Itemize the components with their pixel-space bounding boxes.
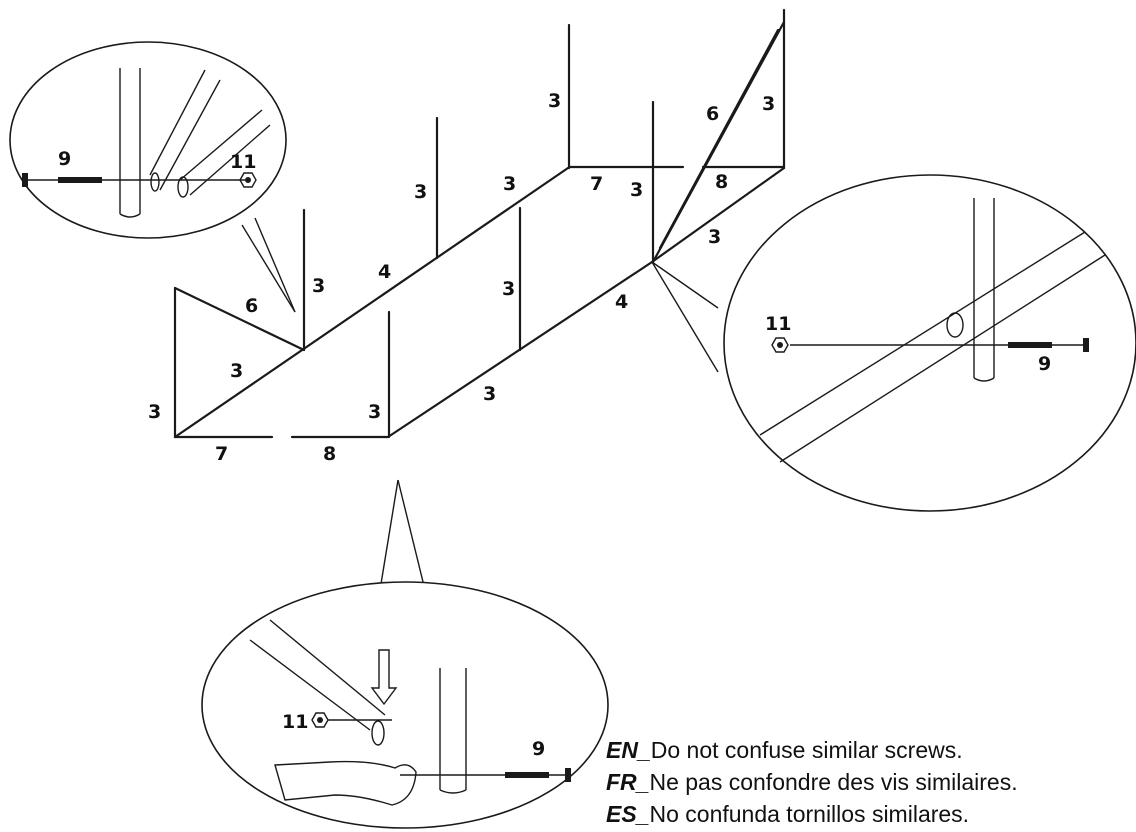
nut-icon [239, 172, 257, 188]
label-9: 9 [1038, 353, 1051, 375]
label-11: 11 [230, 151, 256, 173]
note-es: ES_No confunda tornillos similares. [606, 798, 1136, 830]
diagonal-left [173, 286, 306, 352]
warning-notes: EN_Do not confuse similar screws. FR_Ne … [606, 734, 1136, 830]
label-6: 6 [706, 103, 719, 125]
note-en: EN_Do not confuse similar screws. [606, 734, 1136, 766]
rail-back [173, 166, 570, 439]
label-8: 8 [715, 171, 728, 193]
label-3: 3 [483, 383, 496, 405]
label-4: 4 [615, 291, 628, 313]
label-3: 3 [368, 401, 381, 423]
label-3: 3 [502, 278, 515, 300]
down-arrow-icon [370, 649, 398, 706]
detail-circle-right [651, 174, 1136, 512]
label-4: 4 [378, 261, 391, 283]
label-9: 9 [532, 738, 545, 760]
note-code: FR_ [606, 769, 650, 795]
label-3: 3 [148, 401, 161, 423]
label-11: 11 [282, 711, 308, 733]
label-3: 3 [548, 90, 561, 112]
rail-top-right [650, 166, 786, 264]
note-code: ES_ [606, 801, 650, 827]
label-3: 3 [762, 93, 775, 115]
note-text: Do not confuse similar screws. [650, 737, 963, 763]
label-3: 3 [630, 179, 643, 201]
note-text: No confunda tornillos similares. [649, 801, 970, 827]
detail-circle-top-left [9, 41, 296, 313]
part-labels: 3 6 3 3 3 7 3 8 3 3 4 3 6 4 3 3 3 3 7 8 … [58, 90, 1051, 760]
nut-icon [771, 337, 789, 353]
label-3: 3 [312, 275, 325, 297]
label-6: 6 [245, 295, 258, 317]
label-7: 7 [590, 173, 603, 195]
label-8: 8 [323, 443, 336, 465]
detail-circle-bottom [201, 479, 609, 829]
label-9: 9 [58, 148, 71, 170]
diagonal-right-b [658, 28, 780, 250]
note-fr: FR_Ne pas confondre des vis similaires. [606, 766, 1136, 798]
label-3: 3 [230, 360, 243, 382]
note-text: Ne pas confondre des vis similaires. [649, 769, 1018, 795]
note-code: EN_ [606, 737, 651, 763]
label-3: 3 [503, 173, 516, 195]
main-frame [173, 8, 786, 439]
label-11: 11 [765, 313, 791, 335]
label-3: 3 [708, 226, 721, 248]
label-7: 7 [215, 443, 228, 465]
nut-icon [311, 712, 329, 728]
label-3: 3 [414, 181, 427, 203]
